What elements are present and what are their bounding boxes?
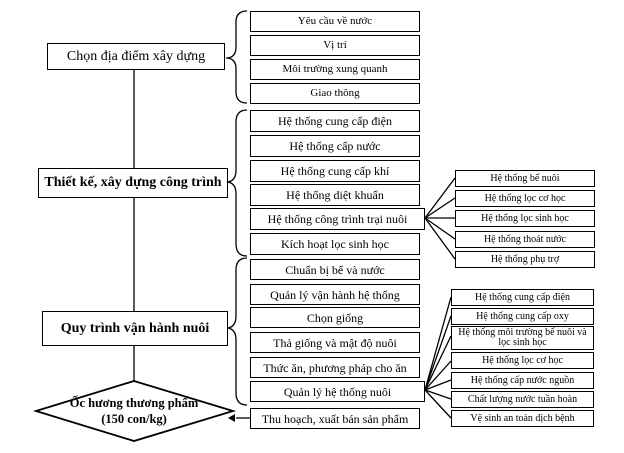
manage-item-recirculating-water: Chất lượng nước tuần hoàn [451, 391, 594, 408]
operation-process-label: Quy trình vận hành nuôi [60, 320, 210, 336]
design-construction-node: Thiết kế, xây dựng công trình [38, 168, 228, 198]
site-item-traffic: Giao thông [250, 83, 420, 104]
farm-item-tanks: Hệ thống bể nuôi [455, 170, 595, 187]
operation-item-feeding: Thức ăn, phương pháp cho ăn [250, 357, 420, 378]
manage-item-source-water: Hệ thống cấp nước nguồn [451, 372, 594, 389]
operation-item-stocking: Thả giống và mật độ nuôi [250, 332, 420, 353]
site-item-water: Yêu cầu về nước [250, 11, 420, 32]
harvest-node: Thu hoạch, xuất bán sản phẩm [250, 408, 420, 429]
product-diamond [32, 380, 237, 442]
farm-item-auxiliary: Hệ thống phụ trợ [455, 251, 595, 268]
design-item-farm-works: Hệ thống công trình trại nuôi [250, 208, 425, 230]
design-item-sterilization: Hệ thống diệt khuẩn [250, 184, 420, 206]
manage-item-mechanical-filter: Hệ thống lọc cơ học [451, 352, 594, 369]
design-item-water-supply: Hệ thống cấp nước [250, 135, 420, 157]
manage-item-tank-environment: Hệ thống môi trường bể nuôi và lọc sinh … [451, 326, 594, 350]
design-item-power: Hệ thống cung cấp điện [250, 110, 420, 132]
site-item-environment: Môi trường xung quanh [250, 59, 420, 80]
site-selection-label: Chọn địa điểm xây dựng [66, 48, 206, 64]
operation-item-prepare: Chuẩn bị bể và nước [250, 259, 420, 280]
operation-item-system-management: Quản lý vận hành hệ thống [250, 284, 420, 305]
design-item-air-supply: Hệ thống cung cấp khí [250, 160, 420, 182]
farm-item-drainage: Hệ thống thoát nước [455, 231, 595, 248]
manage-item-power: Hệ thống cung cấp điện [451, 289, 594, 306]
product-label: Ốc hương thương phẩm (150 con/kg) [69, 395, 199, 426]
manage-item-oxygen: Hệ thống cung cấp oxy [451, 308, 594, 325]
design-item-biofilter: Kích hoạt lọc sinh học [250, 233, 420, 255]
design-construction-label: Thiết kế, xây dựng công trình [44, 175, 222, 190]
operation-item-farm-management: Quản lý hệ thống nuôi [250, 381, 425, 402]
site-selection-node: Chọn địa điểm xây dựng [47, 43, 225, 70]
manage-item-biosecurity: Vệ sinh an toàn dịch bệnh [451, 410, 594, 427]
site-item-location: Vị trí [250, 35, 420, 56]
operation-process-node: Quy trình vận hành nuôi [42, 311, 228, 346]
farm-item-bio-filter: Hệ thống lọc sinh học [455, 210, 595, 227]
operation-item-seed-selection: Chọn giống [250, 307, 420, 328]
farm-item-mechanical-filter: Hệ thống lọc cơ học [455, 190, 595, 207]
